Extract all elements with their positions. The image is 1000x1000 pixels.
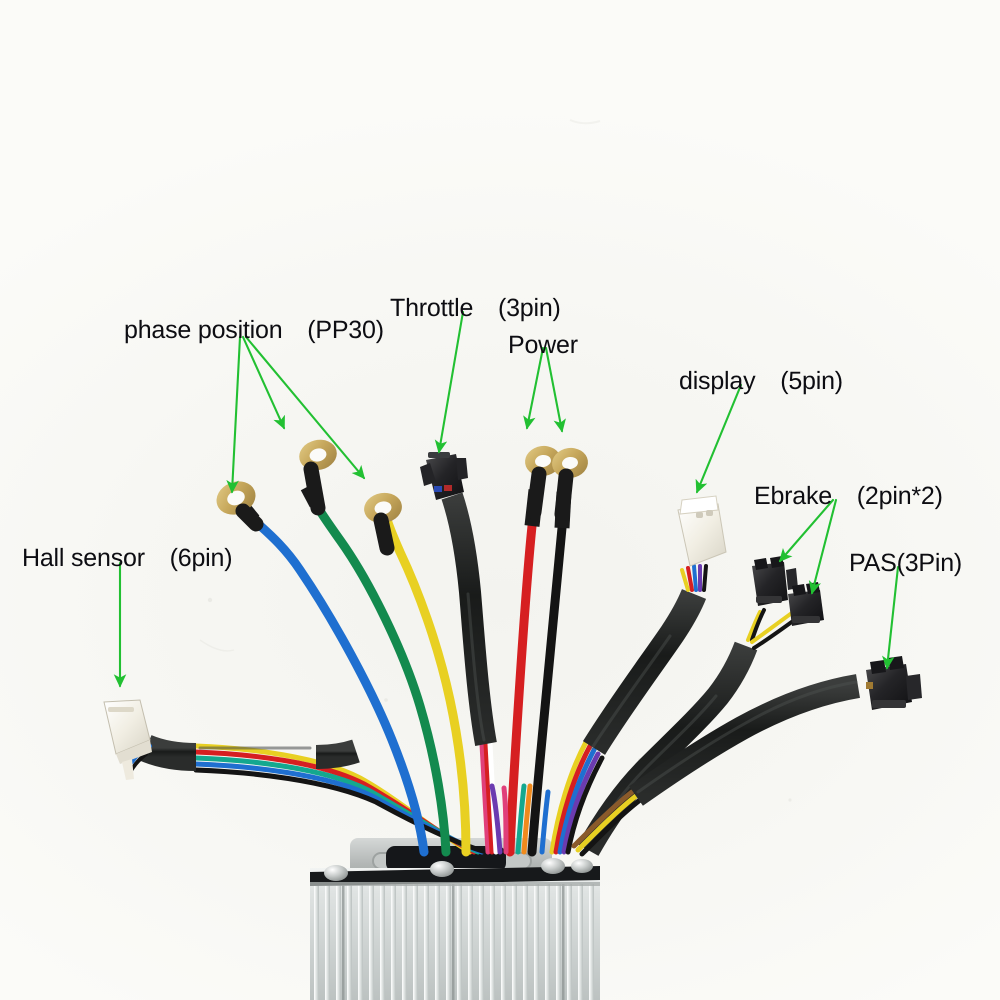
phase-wire-blue bbox=[216, 481, 429, 857]
arrow-pas bbox=[882, 565, 900, 670]
phase-wire-green bbox=[299, 439, 451, 857]
arrow-phase-3 bbox=[244, 335, 366, 480]
throttle-connector bbox=[420, 452, 468, 500]
case-top-endcap bbox=[310, 866, 600, 886]
label-phase-position: phase position (PP30) bbox=[124, 316, 384, 344]
arrow-ebrake-1 bbox=[778, 498, 835, 563]
label-ebrake: Ebrake (2pin*2) bbox=[754, 482, 943, 510]
hall-sensor-connector bbox=[103, 699, 152, 780]
ebrake-connector-1 bbox=[752, 556, 798, 606]
phase-wire-yellow bbox=[364, 492, 471, 857]
label-power: Power bbox=[508, 331, 578, 359]
power-wire-red bbox=[505, 445, 561, 857]
label-display: display (5pin) bbox=[679, 367, 843, 395]
harness-center-bundle bbox=[489, 783, 551, 855]
label-pas: PAS(3Pin) bbox=[849, 549, 963, 577]
arrow-throttle bbox=[434, 310, 465, 454]
arrow-phase-1 bbox=[226, 335, 242, 494]
heatsink-fins bbox=[314, 884, 594, 1000]
background-texture bbox=[199, 119, 792, 802]
arrow-ebrake-2 bbox=[808, 498, 838, 595]
annotation-arrows bbox=[113, 310, 900, 688]
case-screws bbox=[324, 858, 593, 881]
power-wire-black bbox=[527, 447, 588, 857]
controller-body bbox=[310, 838, 600, 1000]
arrow-power-1 bbox=[523, 346, 545, 430]
display-cable bbox=[549, 564, 708, 855]
label-hall-sensor: Hall sensor (6pin) bbox=[22, 544, 233, 572]
arrow-power-2 bbox=[544, 346, 566, 433]
arrow-phase-2 bbox=[241, 335, 286, 430]
label-throttle: Throttle (3pin) bbox=[390, 294, 561, 322]
pas-connector bbox=[866, 656, 922, 710]
ebrake-connector-2 bbox=[788, 582, 824, 626]
arrow-display bbox=[695, 383, 743, 494]
throttle-cable bbox=[441, 492, 499, 855]
display-connector bbox=[677, 495, 727, 567]
wire-harness bbox=[103, 439, 922, 857]
pas-cable bbox=[571, 674, 861, 857]
